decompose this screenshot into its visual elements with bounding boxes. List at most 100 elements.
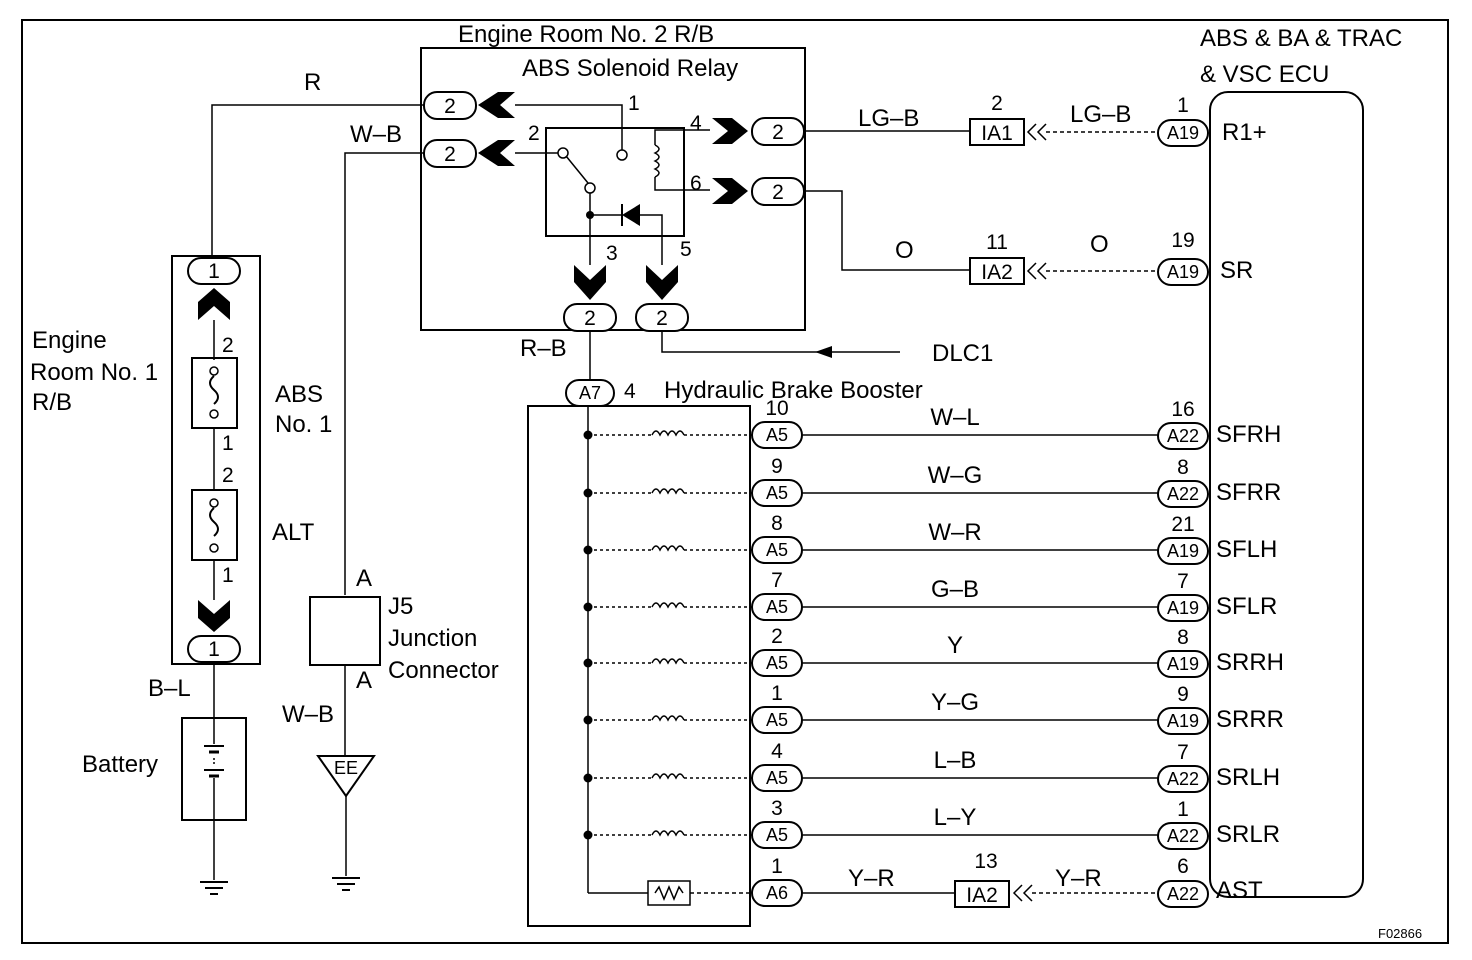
wire-label: W–G: [928, 462, 983, 489]
ecu-terminal: SFLR: [1216, 593, 1277, 620]
relay-title: ABS Solenoid Relay: [522, 55, 738, 82]
relay-pin-4: 4: [690, 112, 702, 135]
svg-text:2: 2: [444, 95, 456, 118]
ecu-terminal-r1: R1+: [1222, 119, 1267, 146]
arrow-left-icon: [815, 346, 832, 358]
inline-pin: 11: [986, 231, 1008, 254]
wire-r: [211, 104, 424, 262]
resistor-box: [647, 880, 691, 906]
svg-text:2: 2: [584, 307, 596, 330]
ecu-connector-sr: A19 19: [1157, 229, 1209, 286]
junction-label-3: Connector: [388, 657, 499, 684]
fuse-icon: [209, 507, 219, 537]
rb2-connector-mid: 2: [423, 139, 477, 168]
wire-label: W–L: [930, 404, 979, 431]
wire-label-r: R: [304, 69, 321, 96]
rb2-connector-pin6: 2: [751, 177, 805, 206]
ecu-terminal-ast: AST: [1216, 877, 1263, 904]
svg-text:6: 6: [1177, 855, 1189, 878]
inline-connector-ia2-label: IA2: [981, 261, 1013, 284]
booster-pin: 2: [771, 625, 783, 648]
ecu-pin: 16: [1171, 398, 1194, 421]
wire-label-bl: B–L: [148, 675, 191, 702]
connector-chevron-icon: [1026, 123, 1047, 141]
ecu-connector-label: A22: [1167, 826, 1199, 846]
relay-pin-5: 5: [680, 238, 692, 261]
connector-arrow-icon: [646, 265, 678, 300]
wire-label-lgb-2: LG–B: [1070, 101, 1131, 128]
wire-label: Y: [947, 632, 963, 659]
booster-connector-label: A5: [766, 825, 788, 845]
connector-arrow-icon: [712, 178, 748, 204]
diagram-frame: [21, 19, 1449, 944]
fuse-label-abs: ABS: [275, 381, 323, 408]
wire-label: L–Y: [934, 804, 977, 831]
relay-coil-icon: [653, 144, 660, 178]
rb1-title-3: R/B: [32, 389, 72, 416]
battery-icon: [204, 718, 224, 820]
solenoid-coil-icon: [651, 715, 685, 722]
wire-label-wb: W–B: [350, 121, 402, 148]
wire-dlc: [661, 331, 900, 353]
wire-label: L–B: [934, 747, 977, 774]
connector-arrow-icon: [478, 140, 515, 166]
fuse1-pin-2: 2: [222, 334, 234, 357]
wire-label: Y–G: [931, 689, 979, 716]
ecu-connector: [1157, 422, 1209, 450]
ecu-terminal: SRLR: [1216, 821, 1280, 848]
ecu-connector-label: A19: [1167, 598, 1199, 618]
wire-label-yr-2: Y–R: [1055, 865, 1102, 892]
ecu-connector-label: A22: [1167, 426, 1199, 446]
rb2-connector-pin3: 2: [563, 303, 617, 332]
fuse1-pin-1: 1: [222, 432, 234, 455]
ground-icon: [200, 881, 228, 895]
booster-connector-label: A5: [766, 483, 788, 503]
rb2-connector-pin5: 2: [635, 303, 689, 332]
ecu-pin: 1: [1177, 798, 1189, 821]
rb1-connector-top: 1: [187, 257, 241, 285]
svg-text:A19: A19: [1167, 262, 1199, 282]
ecu-title-line1: ABS & BA & TRAC: [1200, 25, 1402, 52]
junction-label-2: Junction: [388, 625, 477, 652]
booster-pin: 10: [765, 397, 788, 420]
rb1-box: [171, 255, 261, 665]
svg-text:2: 2: [772, 121, 784, 144]
svg-text:1: 1: [771, 855, 783, 878]
wire-label: G–B: [931, 576, 979, 603]
fuse2-pin-1: 1: [222, 564, 234, 587]
booster-pin: 7: [771, 569, 783, 592]
wire-wb: [344, 152, 424, 595]
solenoid-coil-icon: [651, 658, 685, 665]
connector-chevron-icon: [1012, 884, 1033, 902]
solenoid-coil-icon: [651, 488, 685, 495]
relay-pin-1: 1: [628, 92, 640, 115]
booster-pin: 4: [771, 740, 783, 763]
fuse-label-alt: ALT: [272, 519, 315, 546]
booster-connector-label: A5: [766, 540, 788, 560]
ecu-box: [1209, 91, 1364, 898]
ecu-connector-label: A22: [1167, 484, 1199, 504]
svg-text:1: 1: [208, 638, 220, 661]
ecu-connector: [1157, 765, 1209, 793]
connector-arrow-icon: [198, 600, 230, 632]
svg-text:A22: A22: [1167, 884, 1199, 904]
booster-connector-label: A5: [766, 425, 788, 445]
wire-label-wb-2: W–B: [282, 701, 334, 728]
inline-pin: 13: [974, 850, 997, 873]
dlc-label: DLC1: [932, 340, 993, 367]
ecu-connector-label: A19: [1167, 541, 1199, 561]
booster-connector-label: A5: [766, 597, 788, 617]
ecu-connector-label: A19: [1167, 711, 1199, 731]
ecu-terminal: SFLH: [1216, 536, 1277, 563]
relay-pin-3: 3: [606, 242, 618, 265]
inline-connector-ia2: [969, 257, 1025, 285]
rb2-connector-pin4: 2: [751, 117, 805, 146]
figure-id: F02866: [1378, 926, 1422, 941]
connector-arrow-icon: [198, 288, 230, 320]
svg-text:2: 2: [772, 181, 784, 204]
